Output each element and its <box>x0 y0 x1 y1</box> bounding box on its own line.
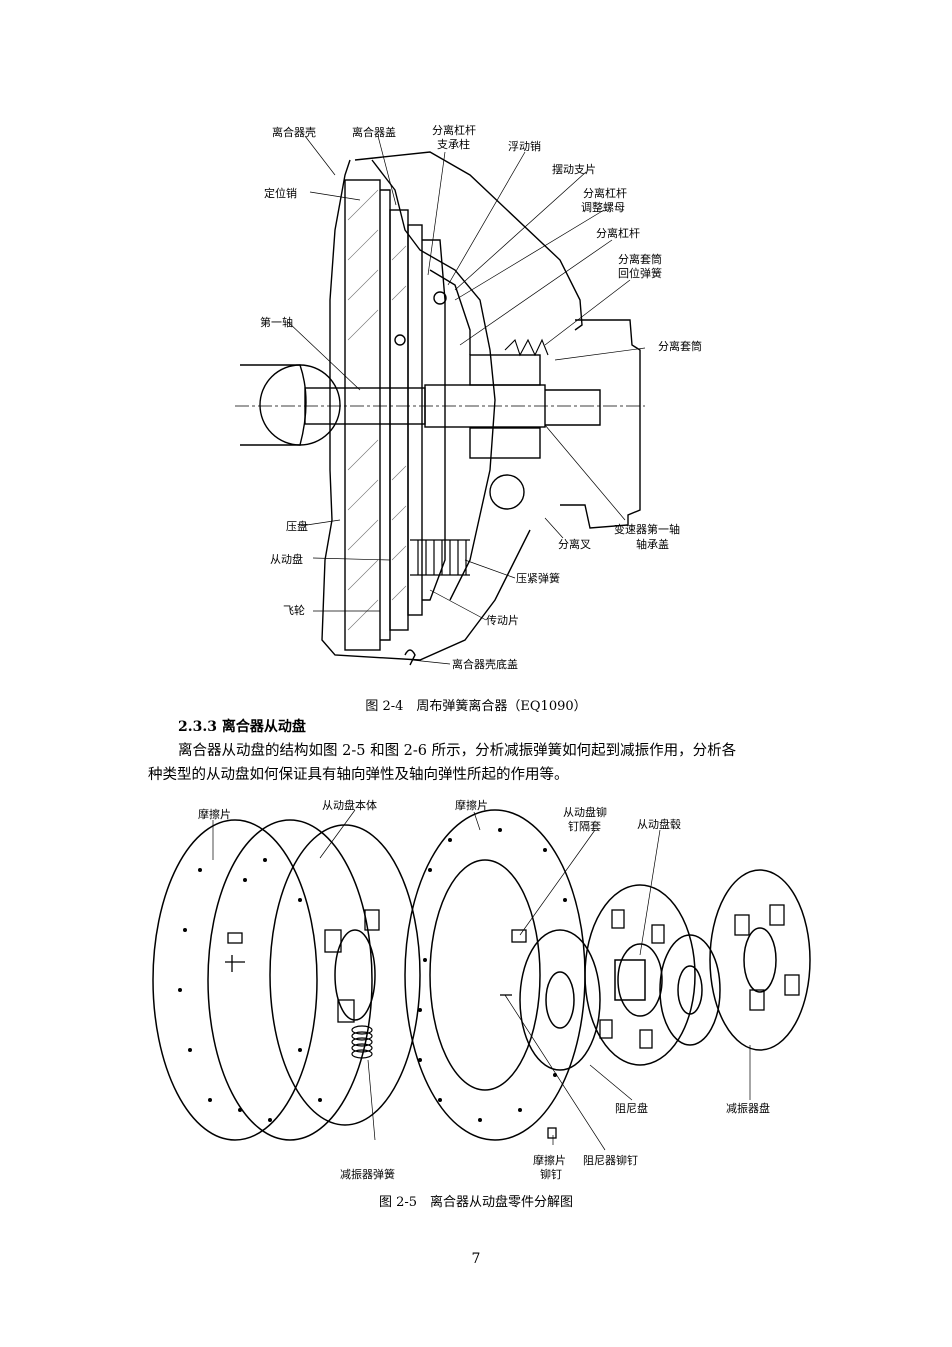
label-lever-support-line2: 支承柱 <box>437 138 470 151</box>
label-damper-plate: 阻尼盘 <box>615 1102 648 1115</box>
label-return-spring-line1: 分离套筒 <box>618 253 662 266</box>
label-disc-body: 从动盘本体 <box>322 799 377 812</box>
clutch-section-drawing <box>235 135 646 666</box>
label-clutch-housing: 离合器壳 <box>272 126 316 139</box>
driven-disc-exploded-drawing <box>152 809 811 1151</box>
section-heading: 2.3.3 离合器从动盘 <box>178 719 306 735</box>
label-driven-disc: 从动盘 <box>270 553 303 566</box>
label-adjust-nut-line1: 分离杠杆 <box>583 187 627 200</box>
section-paragraph: 离合器从动盘的结构如图 2-5 和图 2-6 所示，分析减振弹簧如何起到减振作用… <box>148 739 813 787</box>
label-pressure-plate: 压盘 <box>286 520 308 533</box>
label-return-spring-line2: 回位弹簧 <box>618 267 662 280</box>
label-friction-rivet-line1: 摩擦片 <box>533 1154 566 1167</box>
label-release-sleeve: 分离套筒 <box>658 340 702 353</box>
label-bottom-cover: 离合器壳底盖 <box>452 658 518 671</box>
label-damper-rivet: 阻尼器铆钉 <box>583 1154 638 1167</box>
label-pressure-spring: 压紧弹簧 <box>516 572 560 585</box>
page-number: 7 <box>471 1251 481 1267</box>
paragraph-line-1: 离合器从动盘的结构如图 2-5 和图 2-6 所示，分析减振弹簧如何起到减振作用… <box>178 743 737 759</box>
label-adjust-nut-line2: 调整螺母 <box>581 201 625 214</box>
label-float-pin: 浮动销 <box>508 140 541 153</box>
label-release-lever: 分离杠杆 <box>596 227 640 240</box>
label-first-shaft: 第一轴 <box>260 316 293 329</box>
label-locating-pin: 定位销 <box>264 187 297 200</box>
label-hub: 从动盘毂 <box>637 818 681 831</box>
figure-2-5-caption: 图 2-5 离合器从动盘零件分解图 <box>378 1195 574 1210</box>
label-lever-support-line1: 分离杠杆 <box>432 124 476 137</box>
label-damper-disc: 减振器盘 <box>726 1102 770 1115</box>
label-spacer-line2: 钉隔套 <box>568 820 601 833</box>
label-clutch-cover: 离合器盖 <box>352 126 396 139</box>
label-drive-strap: 传动片 <box>486 614 519 627</box>
label-bearing-cover-line2: 轴承盖 <box>636 538 669 551</box>
figure-2-4-caption: 图 2-4 周布弹簧离合器（EQ1090） <box>365 699 587 714</box>
label-friction-plate-left: 摩擦片 <box>198 808 231 821</box>
label-flywheel: 飞轮 <box>283 604 305 617</box>
label-damper-spring: 减振器弹簧 <box>340 1168 395 1181</box>
label-friction-plate-mid: 摩擦片 <box>455 799 488 812</box>
label-spacer-line1: 从动盘铆 <box>563 806 607 819</box>
label-release-fork: 分离叉 <box>558 538 591 551</box>
label-swing-support: 摆动支片 <box>552 163 596 176</box>
label-bearing-cover-line1: 变速器第一轴 <box>614 523 680 536</box>
paragraph-line-2: 种类型的从动盘如何保证具有轴向弹性及轴向弹性所起的作用等。 <box>148 767 569 783</box>
label-friction-rivet-line2: 铆钉 <box>540 1168 562 1181</box>
